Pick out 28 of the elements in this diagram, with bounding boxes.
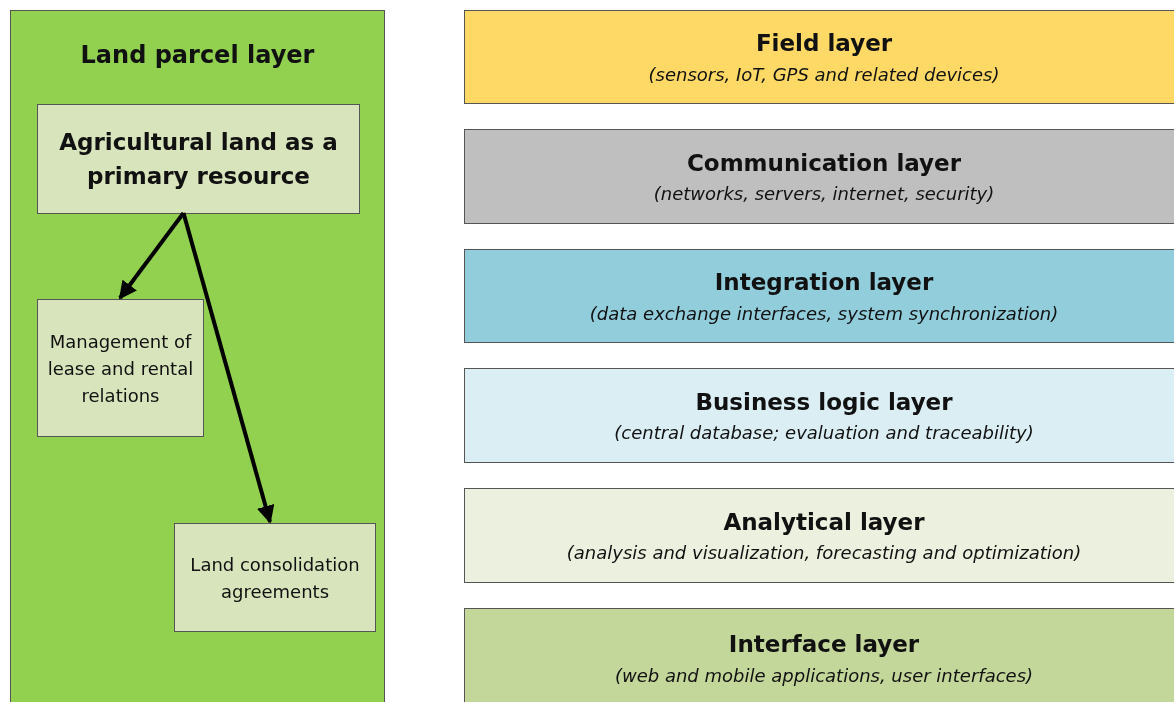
- arrow: [181, 212, 275, 524]
- arrow: [118, 211, 186, 300]
- box-label: Agricultural land as a primary resource: [58, 127, 339, 191]
- layer-title: Analytical layer: [723, 507, 925, 537]
- layer-description: (central database; evaluation and traceability): [614, 421, 1034, 446]
- box-label: Management of lease and rental relations: [46, 329, 195, 408]
- layer-title: Communication layer: [686, 148, 962, 178]
- process-box: [174, 523, 376, 632]
- box-label: Land consolidation agreements: [189, 552, 361, 604]
- layer-title: Integration layer: [714, 268, 934, 298]
- layer-description: (sensors, IoT, GPS and related devices): [648, 62, 1000, 87]
- layer-band: [464, 488, 1174, 583]
- layer-band: [464, 249, 1174, 343]
- layer-title: Business logic layer: [695, 387, 953, 417]
- layer-band: [464, 608, 1174, 702]
- layer-title: Field layer: [755, 29, 893, 59]
- panel-title: Land parcel layer: [80, 40, 315, 71]
- layer-band: [464, 368, 1174, 463]
- layer-description: (analysis and visualization, forecasting and optimization): [566, 541, 1082, 566]
- layer-panel: [10, 10, 385, 702]
- process-box: [37, 104, 360, 214]
- layer-band: [464, 10, 1174, 104]
- layer-title: Interface layer: [728, 630, 920, 660]
- process-box: [37, 299, 204, 437]
- layer-description: (data exchange interfaces, system synchronization): [589, 301, 1059, 326]
- layer-description: (web and mobile applications, user interfaces): [614, 663, 1034, 688]
- layer-description: (networks, servers, internet, security): [653, 182, 995, 207]
- layer-band: [464, 129, 1174, 224]
